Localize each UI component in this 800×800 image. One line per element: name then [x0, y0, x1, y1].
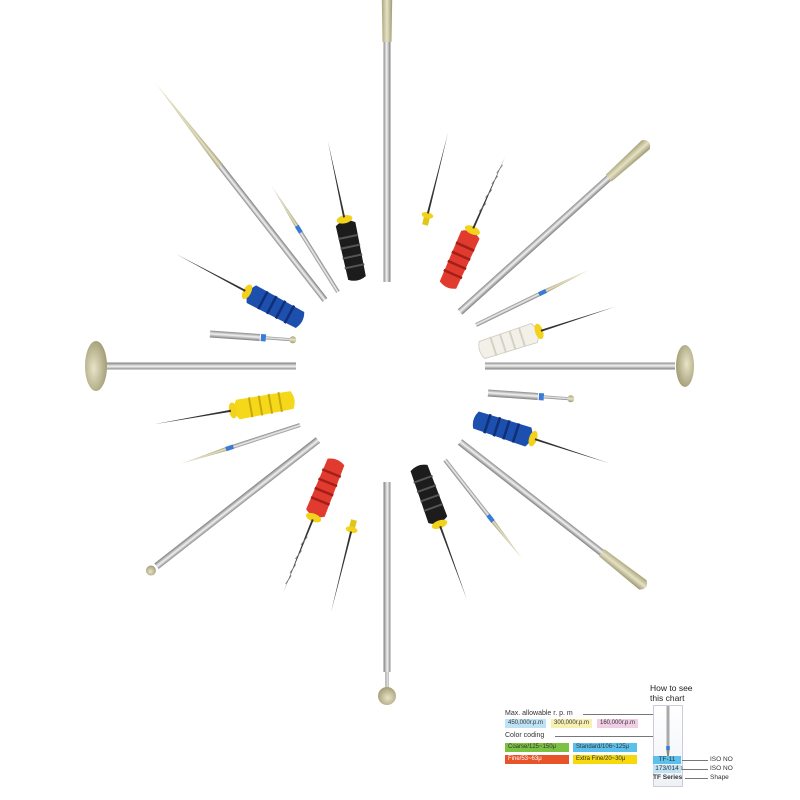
- rpm-chip-450k: 450,000r.p.m: [505, 719, 547, 728]
- grit-coarse: Coarse/125~150μ: [505, 743, 569, 752]
- sample-code: TF-11: [653, 756, 681, 764]
- grit-extra-fine: Extra Fine/20~30μ: [573, 755, 637, 764]
- bur-thin-lower-right: [443, 458, 524, 560]
- color-coding-label: Color coding: [505, 732, 545, 739]
- bur-ball-lower-left: [145, 437, 321, 576]
- file-yellow-left: [151, 388, 298, 436]
- bur-taper-upper-left: [153, 81, 328, 302]
- bur-short-right: [487, 389, 575, 403]
- how-to-line-1: How to see: [650, 683, 693, 693]
- callout-line-1: [682, 760, 708, 761]
- bur-long-top: [381, 0, 393, 282]
- callout-line-2: [682, 769, 708, 770]
- callout-iso-no-1: ISO NO: [710, 756, 733, 763]
- max-rpm-label: Max. allowable r. p. m: [505, 710, 573, 717]
- file-small-top: [419, 131, 454, 227]
- file-black-bottom: [407, 461, 478, 604]
- bur-long-lower-right: [457, 439, 648, 590]
- file-red-lower-left: [273, 454, 348, 597]
- color-leader-line: [555, 736, 653, 737]
- file-white-right: [475, 296, 620, 362]
- bur-thin-lower-left: [180, 422, 301, 466]
- sample-series: TF Series: [653, 774, 683, 781]
- rpm-chip-160k: 160,000r.p.m: [597, 719, 639, 728]
- callout-line-3: [685, 778, 708, 779]
- rpm-chip-300k: 300,000r.p.m: [551, 719, 593, 728]
- bur-ball-bottom: [378, 482, 396, 705]
- grit-fine: Fine/53~63μ: [505, 755, 569, 764]
- rpm-leader-line: [583, 714, 653, 715]
- callout-iso-no-2: ISO NO: [710, 765, 733, 772]
- disc-bur-left: [85, 341, 296, 391]
- bur-long-upper-right: [457, 140, 651, 315]
- bur-thin-upper-right: [475, 268, 590, 327]
- file-small-bottom: [325, 518, 360, 614]
- disc-bur-right: [485, 345, 694, 387]
- bur-short-left: [209, 330, 297, 344]
- sample-iso-code: 173/014: [653, 765, 681, 773]
- grit-standard: Standard/106~125μ: [573, 743, 637, 752]
- file-black-top: [317, 137, 369, 284]
- how-to-line-2: this chart: [650, 693, 685, 703]
- file-blue-upper-left: [170, 244, 309, 332]
- how-to-heading: How to see this chart: [650, 683, 693, 703]
- chart-legend: How to see this chart Max. allowable r. …: [505, 680, 795, 798]
- callout-shape: Shape: [710, 774, 729, 781]
